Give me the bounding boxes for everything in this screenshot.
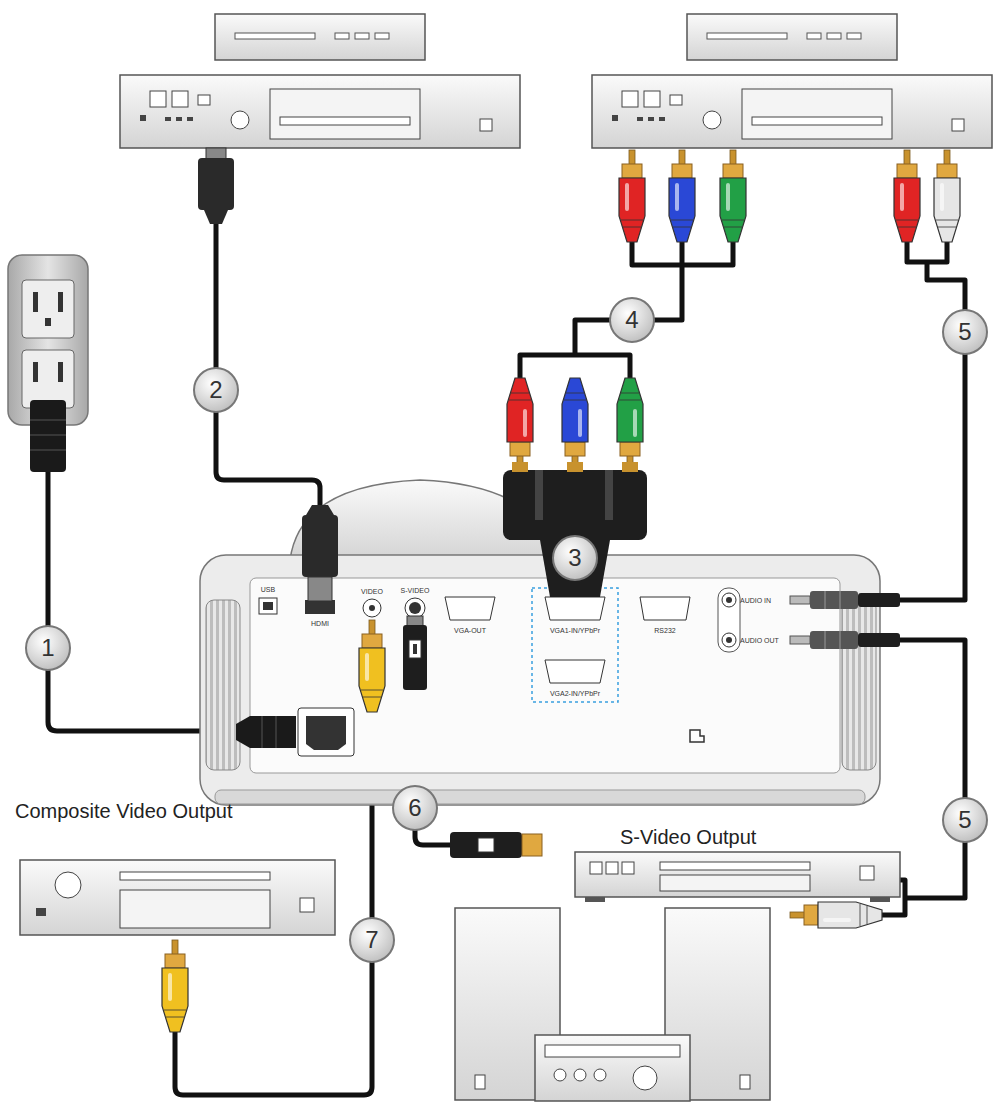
s-video-device xyxy=(575,852,900,902)
port-label: VIDEO xyxy=(361,588,383,595)
port-label: S-VIDEO xyxy=(401,587,430,594)
dvd-player xyxy=(592,14,992,148)
callout-circle xyxy=(26,298,987,962)
port-label: HDMI xyxy=(311,620,329,627)
port-label: RS232 xyxy=(654,627,675,634)
callout-number: 6 xyxy=(408,796,421,820)
port-label: USB xyxy=(261,586,275,593)
dvd-player xyxy=(120,14,520,148)
power-plug xyxy=(30,400,296,748)
port-label: AUDIO OUT xyxy=(740,637,779,644)
speaker-system xyxy=(455,908,770,1101)
callout-number: 4 xyxy=(625,308,638,332)
port-label: AUDIO IN xyxy=(740,597,771,604)
port-label: VGA-OUT xyxy=(454,627,486,634)
callout-number: 7 xyxy=(365,928,378,952)
callout-number: 5 xyxy=(958,808,971,832)
wall-outlet xyxy=(8,255,88,425)
callout-number: 1 xyxy=(41,636,54,660)
port-label: VGA2-IN/YPbPr xyxy=(550,690,600,697)
device-caption: S-Video Output xyxy=(620,826,756,848)
callout-number: 2 xyxy=(209,378,222,402)
callout-number: 5 xyxy=(958,320,971,344)
component-adapter xyxy=(503,462,647,597)
callout-number: 3 xyxy=(568,546,581,570)
port-label: VGA1-IN/YPbPr xyxy=(550,627,600,634)
device-caption: Composite Video Output xyxy=(15,800,233,822)
composite-video-device xyxy=(20,860,335,935)
audio-plug xyxy=(790,591,900,649)
